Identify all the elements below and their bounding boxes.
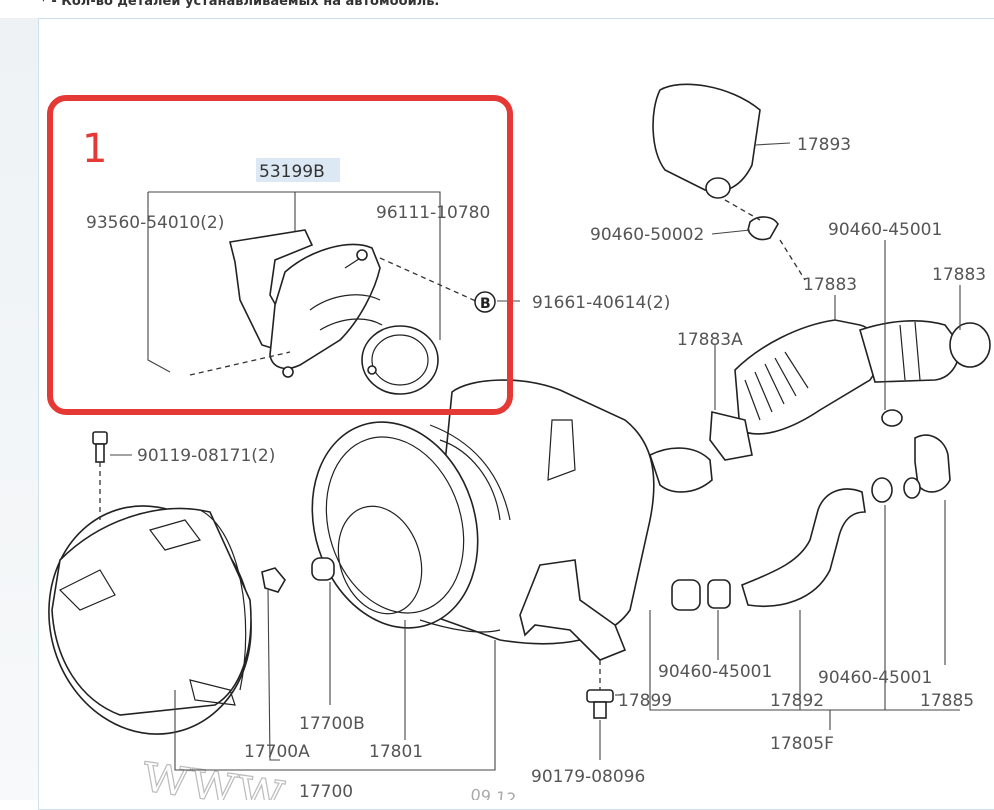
callout-frame	[47, 95, 513, 415]
label-90460-45001-top[interactable]: 90460-45001	[828, 220, 942, 240]
label-17700[interactable]: 17700	[299, 782, 353, 800]
grommet-17700B	[311, 557, 335, 581]
hose-17883-main	[734, 319, 961, 435]
label-96111-10780[interactable]: 96111-10780	[376, 203, 490, 223]
left-strip	[0, 18, 38, 800]
air-cleaner-body	[311, 379, 713, 661]
label-17700B[interactable]: 17700B	[299, 714, 365, 734]
clamp-90460-45001-top	[881, 409, 903, 427]
callout-53199B: 1 B	[47, 95, 513, 415]
clamp-50002-path	[724, 199, 761, 221]
label-90119-08171[interactable]: 90119-08171(2)	[137, 446, 275, 466]
label-53199B[interactable]: 53199B	[259, 162, 325, 182]
clamp-90460-50002	[747, 216, 779, 241]
clip-17700A	[261, 567, 286, 593]
date-stamp: 09 12	[470, 785, 518, 800]
bolt-90179	[586, 689, 614, 719]
label-17883[interactable]: 17883	[803, 275, 857, 295]
label-90460-45001-right[interactable]: 90460-45001	[818, 668, 932, 688]
label-91661-40614[interactable]: 91661-40614(2)	[532, 293, 670, 313]
bolt-marker	[474, 291, 496, 313]
hose-fitting	[671, 579, 701, 611]
label-17893[interactable]: 17893	[797, 135, 851, 155]
label-17885[interactable]: 17885	[920, 691, 974, 711]
label-90179-08096[interactable]: 90179-08096	[531, 767, 645, 787]
highlight-53199B	[256, 158, 340, 182]
bolt-90119	[92, 431, 108, 463]
leader-lines	[110, 142, 961, 771]
clamp-17885-a	[871, 477, 893, 503]
hose-17892	[741, 434, 951, 608]
label-17883-right[interactable]: 17883	[932, 265, 986, 285]
clamp-17885-b	[903, 477, 921, 499]
label-17883A[interactable]: 17883A	[677, 330, 743, 350]
label-90460-45001-mid[interactable]: 90460-45001	[658, 662, 772, 682]
hose-17893-box	[652, 83, 761, 199]
callout-number: 1	[82, 126, 107, 172]
label-17899[interactable]: 17899	[618, 691, 672, 711]
label-17892[interactable]: 17892	[770, 691, 824, 711]
label-17700A[interactable]: 17700A	[244, 742, 310, 762]
label-17801[interactable]: 17801	[369, 742, 423, 762]
hose-17893-path	[779, 239, 806, 281]
bolt-marker-letter: B	[480, 296, 491, 312]
clamp-90460-45001-mid	[707, 579, 731, 609]
header-note: * - Кол-во деталей устанавливаемых на ав…	[40, 0, 440, 9]
clamp-17883-right	[949, 322, 991, 368]
air-cleaner-cover	[48, 505, 252, 735]
label-93560-54010[interactable]: 93560-54010(2)	[86, 213, 224, 233]
label-90460-50002[interactable]: 90460-50002	[590, 225, 704, 245]
clamp-17883A	[709, 410, 753, 461]
label-17805F[interactable]: 17805F	[770, 734, 834, 754]
